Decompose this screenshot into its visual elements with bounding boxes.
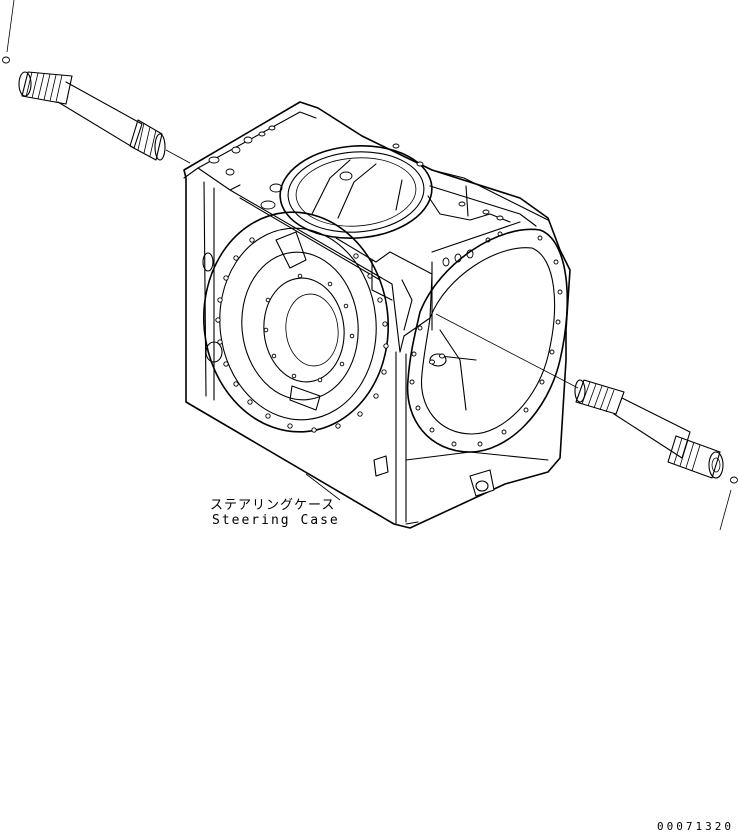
part-label-jp: ステアリングケース: [210, 498, 335, 513]
right-face-holes: [442, 231, 503, 267]
right-shaft: [435, 313, 738, 531]
left-shaft-bolt: [2, 56, 10, 64]
right-flange-bolt-holes: [409, 235, 563, 447]
left-shaft: [2, 0, 191, 164]
part-label-en: Steering Case: [212, 513, 340, 528]
label-leader-line: [305, 473, 341, 501]
right-shaft-bolt: [730, 476, 738, 484]
steering-case: [183, 101, 571, 529]
drawing-number: 00071320: [657, 820, 734, 832]
left-flange-bolt-holes: [215, 237, 389, 433]
